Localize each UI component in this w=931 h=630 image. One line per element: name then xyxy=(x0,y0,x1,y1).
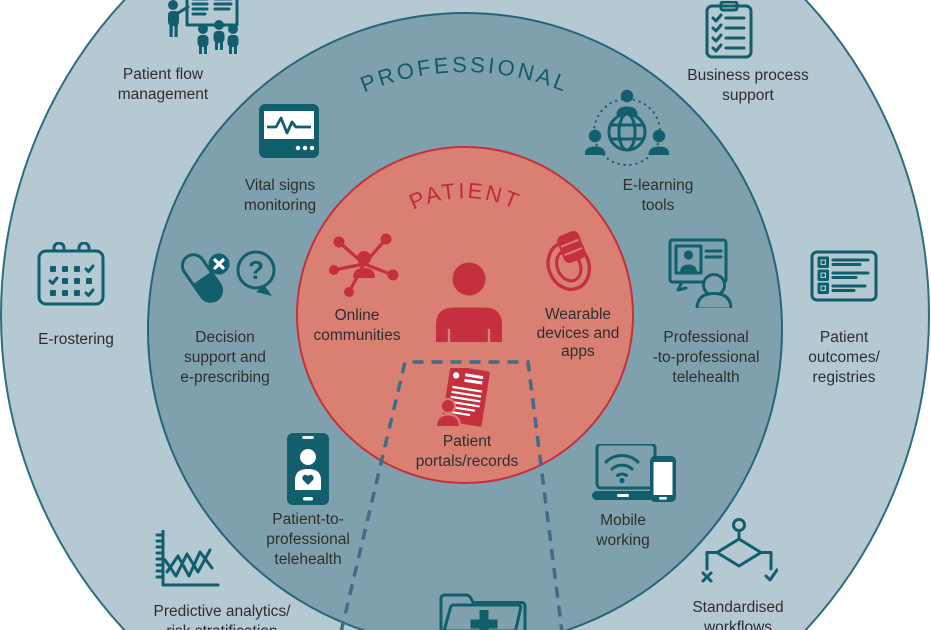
mobile-working-label: Mobile working xyxy=(596,512,650,549)
patient-portals-label: Patient portals/records xyxy=(415,433,519,470)
prof-telehealth-label: Professional -to-professional telehealth xyxy=(652,329,760,386)
e-rostering-label: E-rostering xyxy=(38,331,114,348)
network-person-icon xyxy=(326,230,402,298)
flowchart-icon xyxy=(700,518,778,588)
wearables-label: Wearable devices and apps xyxy=(536,306,620,360)
patient-person-icon xyxy=(430,262,508,342)
line-chart-icon xyxy=(152,530,222,594)
patient-flow-label: Patient flow management xyxy=(117,66,209,103)
smartphone-person-icon xyxy=(287,433,329,505)
question-mark-glyph: ? xyxy=(248,255,264,285)
smartwatch-icon xyxy=(536,228,600,298)
laptop-phone-icon xyxy=(592,444,676,508)
medical-folder-icon xyxy=(436,586,530,630)
vitals-monitor-icon xyxy=(259,104,319,158)
patient-telehealth-label: Patient-to- professional telehealth xyxy=(266,511,350,568)
monitor-video-call-icon xyxy=(668,238,738,308)
presentation-board-people-icon xyxy=(163,0,247,54)
registry-list-icon xyxy=(810,250,878,302)
standardised-workflows-label: Standardised workflows xyxy=(692,599,784,630)
pill-question-icon: ? xyxy=(175,240,283,312)
decision-support-label: Decision support and e-prescribing xyxy=(180,329,270,386)
e-learning-label: E-learning tools xyxy=(622,177,694,214)
clipboard-checklist-icon xyxy=(705,1,753,59)
patient-outcomes-label: Patient outcomes/ registries xyxy=(808,329,880,386)
record-document-icon xyxy=(435,368,495,430)
vital-signs-label: Vital signs monitoring xyxy=(243,177,317,214)
business-process-label: Business process support xyxy=(687,67,809,104)
globe-people-icon xyxy=(585,88,669,170)
calendar-icon xyxy=(37,242,105,306)
online-communities-label: Online communities xyxy=(313,307,401,344)
predictive-analytics-label: Predictive analytics/ risk stratificatio… xyxy=(153,603,291,630)
